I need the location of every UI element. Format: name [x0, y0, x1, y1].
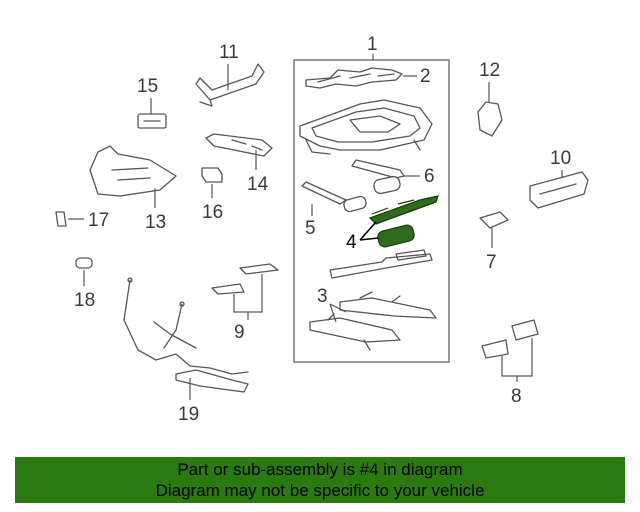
part-17[interactable] — [55, 211, 67, 227]
info-banner: Part or sub-assembly is #4 in diagram Di… — [15, 457, 625, 503]
part-6[interactable] — [351, 159, 405, 195]
part-9[interactable] — [211, 263, 279, 295]
callout-5[interactable]: 5 — [305, 218, 316, 239]
part-8[interactable] — [481, 319, 539, 359]
part-3[interactable] — [309, 291, 437, 351]
callout-19[interactable]: 19 — [178, 404, 199, 425]
seat-slide-bar — [329, 249, 433, 279]
callout-8[interactable]: 8 — [511, 386, 522, 407]
banner-line-1: Part or sub-assembly is #4 in diagram — [177, 460, 463, 479]
callout-3[interactable]: 3 — [317, 286, 328, 307]
callout-14[interactable]: 14 — [247, 174, 269, 195]
callout-12[interactable]: 12 — [479, 60, 500, 81]
callout-11[interactable]: 11 — [219, 42, 239, 63]
callout-2[interactable]: 2 — [420, 66, 431, 87]
part-4[interactable] — [368, 195, 439, 248]
banner-line-2: Diagram may not be specific to your vehi… — [155, 481, 485, 500]
callout-7[interactable]: 7 — [486, 252, 497, 273]
callout-10[interactable]: 10 — [550, 148, 571, 169]
callout-17[interactable]: 17 — [88, 210, 109, 231]
part-16[interactable] — [201, 167, 223, 183]
part-11[interactable] — [195, 63, 265, 107]
callout-16[interactable]: 16 — [202, 202, 223, 223]
callout-18[interactable]: 18 — [74, 290, 95, 311]
callout-9[interactable]: 9 — [234, 322, 245, 343]
callout-4[interactable]: 4 — [346, 232, 357, 253]
part-18[interactable] — [75, 257, 93, 269]
seat-cushion-frame — [299, 99, 433, 155]
callout-15[interactable]: 15 — [137, 76, 158, 97]
part-10[interactable] — [529, 171, 589, 209]
part-14[interactable] — [205, 133, 273, 157]
part-2[interactable] — [305, 67, 403, 89]
part-15[interactable] — [137, 113, 167, 129]
part-13[interactable] — [89, 145, 177, 197]
part-12[interactable] — [477, 101, 503, 137]
parts-diagram: 1 2 6 5 4 — [55, 34, 589, 425]
part-7[interactable] — [479, 211, 509, 229]
callout-1[interactable]: 1 — [367, 34, 378, 55]
part-19[interactable] — [123, 277, 249, 393]
callout-13[interactable]: 13 — [145, 212, 166, 233]
part-5[interactable] — [301, 181, 367, 213]
assembly-frame — [293, 59, 450, 363]
callout-6[interactable]: 6 — [424, 166, 435, 187]
